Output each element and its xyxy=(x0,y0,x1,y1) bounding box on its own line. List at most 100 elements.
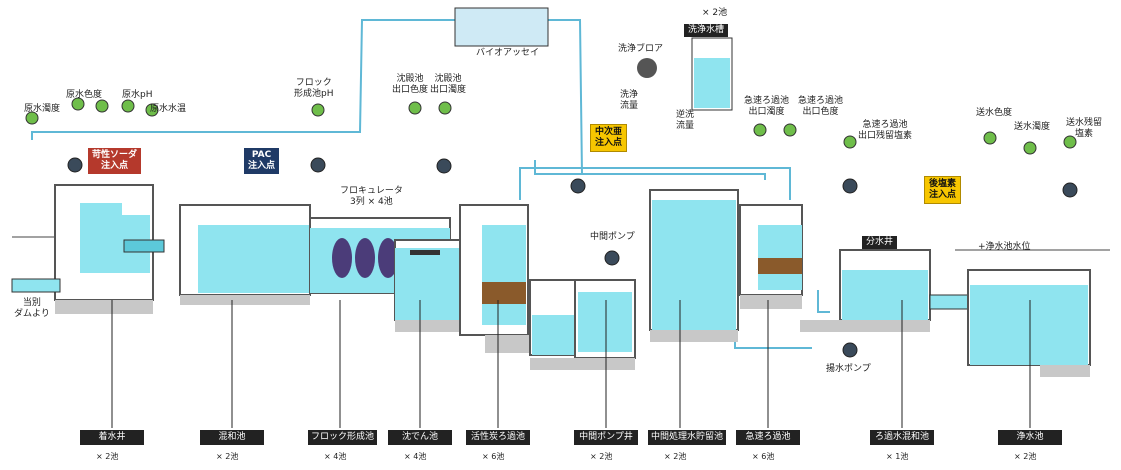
sensor-label-clear-color: 送水色度 xyxy=(976,108,1013,118)
wash-blower-body xyxy=(637,58,657,78)
pump-icon xyxy=(310,157,326,173)
pac-injection-note: PAC 注入点 xyxy=(244,148,280,174)
clear-reservoir-water xyxy=(970,285,1088,365)
pump-icon xyxy=(436,158,452,174)
stage-count: × 6池 xyxy=(752,452,775,461)
distribution-floor xyxy=(800,320,930,332)
basins xyxy=(11,7,1091,377)
sed-settler xyxy=(410,250,440,255)
mid-pump-well-water xyxy=(532,315,578,355)
carbon-basin-water xyxy=(482,225,526,325)
stage-count: × 6池 xyxy=(482,452,505,461)
sensor-gauge xyxy=(438,101,452,115)
sensor-gauge xyxy=(121,99,135,113)
stage-count: × 2池 xyxy=(96,452,119,461)
return-flow-label: 逆洗 流量 xyxy=(676,110,695,131)
post-chlorine-note: 後塩素 注入点 xyxy=(924,176,962,204)
sensor-gauge xyxy=(783,123,797,137)
wash-tank-water xyxy=(694,58,730,108)
stage-label: 活性炭ろ過池 xyxy=(466,430,530,445)
sensor-gauge xyxy=(1063,135,1077,149)
pipes xyxy=(31,19,830,349)
sensor-gauge xyxy=(71,97,85,111)
bioassay-label: バイオアッセイ xyxy=(476,48,540,58)
sensor-label-raw-ph: 原水pH xyxy=(122,90,153,100)
carbon-basin-floor xyxy=(485,335,530,353)
mixing-basin-water xyxy=(198,225,310,293)
sensor-gauge xyxy=(95,99,109,113)
flocculator-paddle-1 xyxy=(332,238,352,278)
backwash-pipe xyxy=(519,167,791,200)
pumps xyxy=(67,157,1078,358)
mid-chlorine-note: 中次亜 注入点 xyxy=(590,124,628,152)
wash-tank-count: × 2池 xyxy=(702,8,728,18)
sensor-gauge xyxy=(145,103,159,117)
sensor-label-sed-turb: 沈殿池 出口濁度 xyxy=(430,74,467,95)
stage-count: × 2池 xyxy=(664,452,687,461)
stage-label: ろ過水混和池 xyxy=(870,430,934,445)
mixing-basin-floor xyxy=(180,295,310,305)
rapid-filter-media xyxy=(758,258,802,274)
rapid-filter-water xyxy=(758,225,802,290)
receiving-well-water xyxy=(80,203,122,273)
sensor-gauges xyxy=(25,97,1077,155)
sensor-label-raw-temp: 原水水温 xyxy=(150,104,187,114)
wash-pipe xyxy=(534,160,766,180)
stage-label: 混和池 xyxy=(200,430,264,445)
clear-water-level-label: +浄水池水位 xyxy=(978,242,1031,252)
pump-icon xyxy=(604,250,620,266)
wash-blower-label: 洗浄ブロア xyxy=(618,44,664,54)
distribution-water xyxy=(842,270,928,320)
sensor-label-clear-turb: 送水濁度 xyxy=(1014,122,1051,132)
ground-lines xyxy=(12,236,1110,251)
mid-pump-floor xyxy=(530,358,635,370)
pump-icon xyxy=(67,157,83,173)
receiving-well-floor xyxy=(55,300,153,314)
sensor-gauge xyxy=(25,111,39,125)
sensor-label-raw-color: 原水色度 xyxy=(66,90,103,100)
distribution-pipe xyxy=(817,290,830,313)
stage-count: × 2池 xyxy=(216,452,239,461)
distribution-well-title: 分水井 xyxy=(862,236,898,249)
sensor-gauge xyxy=(753,123,767,137)
sensor-label-rapid-turb: 急速ろ過池 出口濁度 xyxy=(744,96,790,117)
source-label: 当別 ダムより xyxy=(14,298,50,319)
flocculator-paddle-2 xyxy=(355,238,375,278)
pump-icon xyxy=(570,178,586,194)
clear-reservoir-floor xyxy=(1040,365,1090,377)
stage-count: × 2池 xyxy=(1014,452,1037,461)
pump-icon xyxy=(1062,182,1078,198)
stage-label: 中間処理水貯留池 xyxy=(648,430,727,445)
flocculator-label: フロキュレータ 3列 × 4池 xyxy=(340,186,403,207)
pump-icon xyxy=(842,178,858,194)
flocculator-paddle-3 xyxy=(378,238,398,278)
sed-basin-water xyxy=(395,248,465,320)
sensor-gauge xyxy=(1023,141,1037,155)
pump-icon xyxy=(842,342,858,358)
mid-storage-water xyxy=(652,200,736,330)
carbon-filter-media xyxy=(482,282,526,304)
stage-count: × 1池 xyxy=(886,452,909,461)
caustic-injection-note: 苛性ソーダ 注入点 xyxy=(88,148,142,174)
mid-pump-well2-water xyxy=(578,292,632,352)
bioassay-tank xyxy=(454,7,549,47)
bioassay-return-pipe xyxy=(548,19,583,176)
mid-pump-label: 中間ポンプ xyxy=(590,232,635,242)
inflow-pipe xyxy=(11,278,61,293)
sensor-gauge xyxy=(408,101,422,115)
mid-storage-floor xyxy=(650,330,738,342)
stage-label: 浄水池 xyxy=(998,430,1062,445)
wash-flow-label: 洗浄 流量 xyxy=(620,90,639,111)
stage-label: フロック形成池 xyxy=(308,430,378,445)
sensor-label-sed-color: 沈殿池 出口色度 xyxy=(392,74,429,95)
sensor-label-floc-ph: フロック 形成池pH xyxy=(294,78,334,99)
rapid-filter-floor xyxy=(740,295,802,309)
sensor-gauge xyxy=(983,131,997,145)
outflow-pipe xyxy=(123,239,165,253)
stage-callouts xyxy=(111,300,1031,428)
transfer-pipe xyxy=(929,294,971,310)
stage-label: 中間ポンプ井 xyxy=(574,430,638,445)
stage-label: 沈でん池 xyxy=(388,430,452,445)
